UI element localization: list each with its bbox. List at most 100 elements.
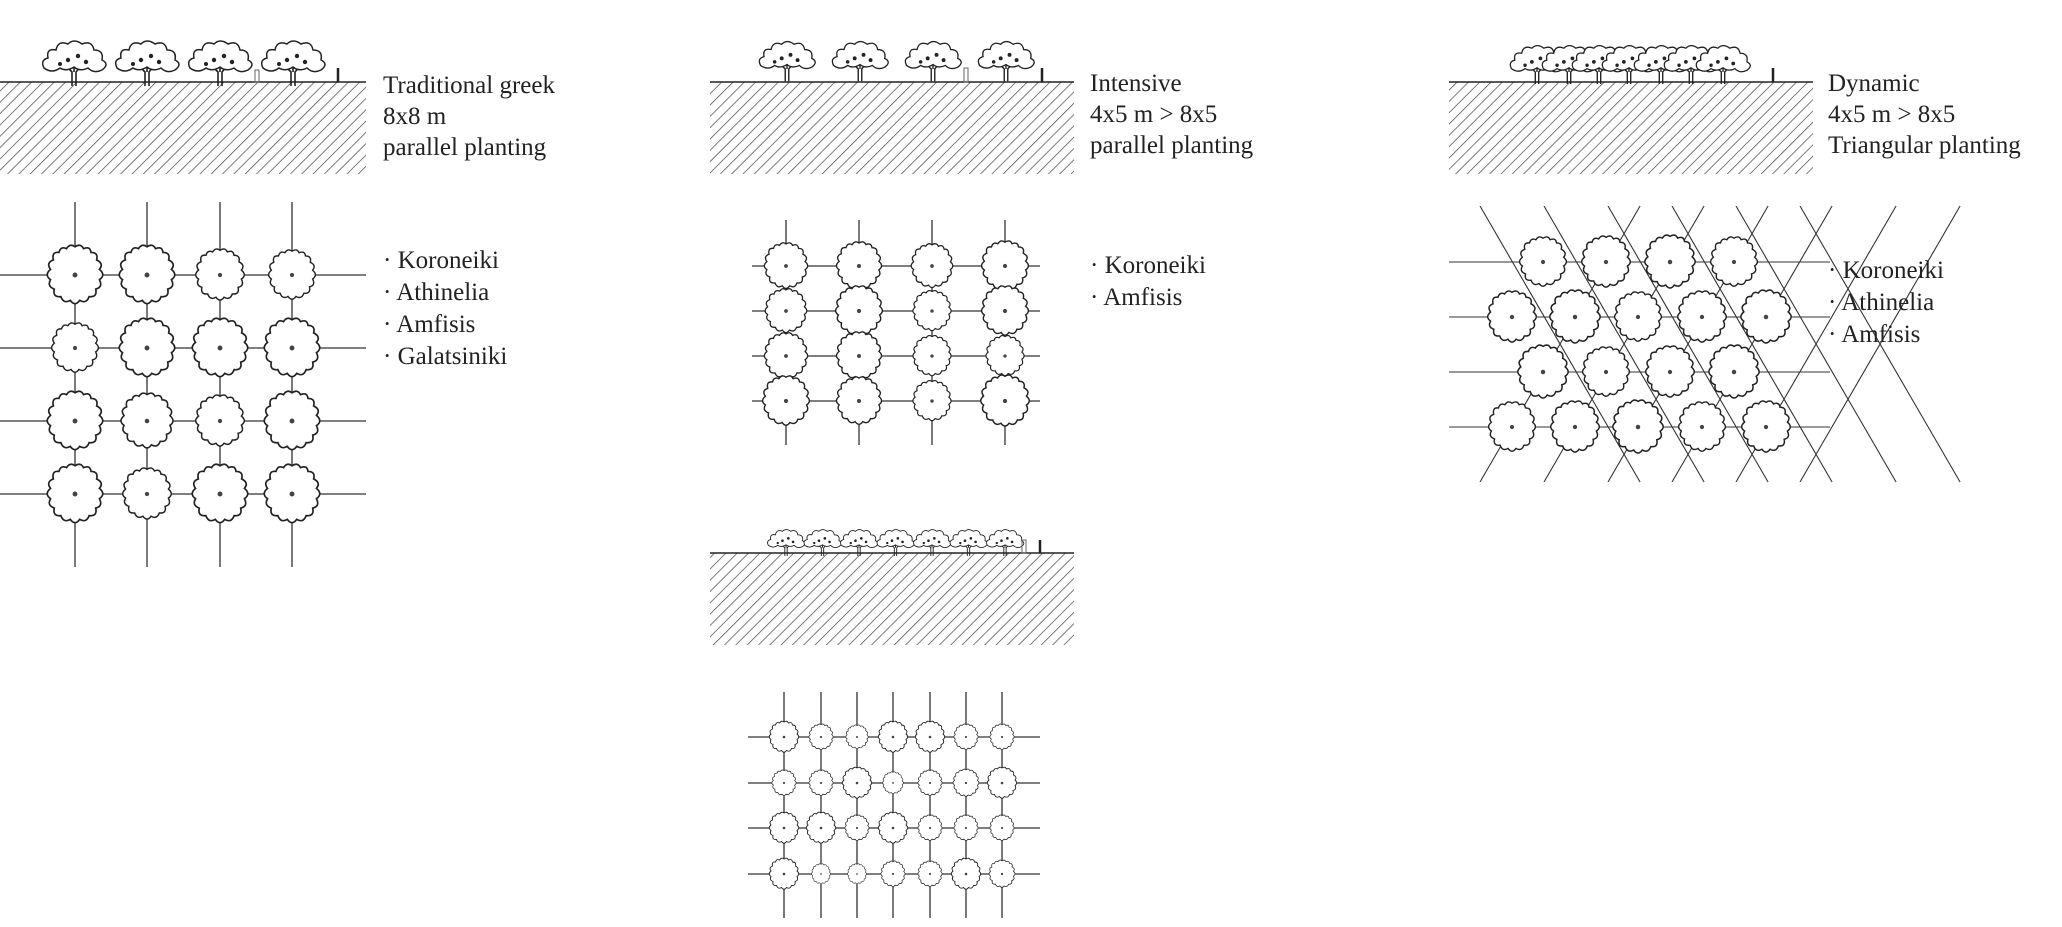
traditional-layout: parallel planting bbox=[383, 134, 547, 161]
tree-elevation-icon bbox=[758, 40, 816, 83]
tree-plan-icon bbox=[1708, 344, 1760, 399]
traditional-section bbox=[0, 40, 366, 174]
tree-elevation-icon bbox=[767, 529, 806, 557]
tree-plan-icon bbox=[986, 766, 1018, 799]
tree-plan-icon bbox=[841, 766, 873, 799]
dynamic-section bbox=[1449, 44, 1813, 174]
tree-elevation-icon bbox=[913, 529, 952, 557]
tree-plan-icon bbox=[764, 288, 808, 334]
traditional-heading: Traditional greek 8x8 m parallel plantin… bbox=[383, 70, 555, 163]
traditional-spacing: 8x8 m bbox=[383, 103, 447, 130]
intensive-title: Intensive bbox=[1090, 70, 1182, 97]
tree-plan-icon bbox=[1676, 290, 1728, 343]
tree-plan-icon bbox=[950, 857, 982, 890]
tree-plan-icon bbox=[1581, 346, 1631, 397]
tree-plan-icon bbox=[1549, 400, 1601, 453]
tree-plan-icon bbox=[912, 334, 952, 377]
tree-plan-icon bbox=[1740, 289, 1792, 344]
tree-plan-icon bbox=[761, 375, 811, 426]
intensive-dense-plan-grid bbox=[748, 692, 1040, 918]
traditional-variety-list: · Koroneiki · Athinelia · Amfisis · Gala… bbox=[383, 245, 507, 373]
tree-plan-icon bbox=[808, 769, 834, 796]
tree-plan-icon bbox=[844, 814, 870, 841]
tree-plan-icon bbox=[1740, 400, 1792, 453]
tree-plan-icon bbox=[989, 723, 1015, 750]
list-item: · Galatsiniki bbox=[383, 343, 508, 370]
intensive-section bbox=[710, 40, 1074, 174]
tree-plan-icon bbox=[1677, 401, 1727, 452]
tree-plan-icon bbox=[952, 768, 980, 797]
tree-plan-icon bbox=[194, 248, 246, 301]
intensive-heading: Intensive 4x5 m > 8x5 parallel planting bbox=[1090, 68, 1253, 161]
tree-plan-icon bbox=[1518, 236, 1568, 287]
tree-elevation-icon bbox=[840, 529, 879, 557]
tree-plan-icon bbox=[835, 241, 883, 291]
tree-plan-icon bbox=[953, 723, 979, 750]
grid-line bbox=[1799, 205, 1961, 483]
tree-elevation-icon bbox=[986, 529, 1025, 557]
tree-plan-icon bbox=[880, 860, 906, 887]
tree-plan-icon bbox=[1613, 291, 1663, 342]
tree-plan-icon bbox=[768, 857, 800, 890]
tree-plan-icon bbox=[46, 244, 104, 305]
human-figure-icon bbox=[1021, 539, 1027, 554]
ground-hatch bbox=[0, 82, 366, 174]
traditional-plan-grid bbox=[0, 202, 366, 567]
dynamic-plan-triangular-grid bbox=[1449, 205, 1961, 483]
tree-plan-icon bbox=[50, 322, 100, 373]
tree-plan-icon bbox=[263, 463, 321, 524]
tree-plan-icon bbox=[989, 814, 1015, 841]
tree-plan-icon bbox=[1644, 234, 1696, 289]
tree-plan-icon bbox=[912, 379, 952, 422]
tree-plan-icon bbox=[267, 249, 317, 300]
tree-plan-icon bbox=[768, 720, 800, 753]
tree-plan-icon bbox=[985, 334, 1025, 377]
dynamic-layout: Triangular planting bbox=[1828, 132, 2021, 159]
list-item: · Amfisis bbox=[1090, 284, 1183, 311]
tree-elevation-icon bbox=[977, 40, 1035, 83]
tree-plan-icon bbox=[1486, 290, 1538, 343]
tree-plan-icon bbox=[191, 463, 249, 524]
dynamic-variety-list: · Koroneiki · Athinelia · Amfisis bbox=[1828, 255, 1944, 351]
list-item: · Koroneiki bbox=[1828, 257, 1944, 284]
intensive-dense-section bbox=[710, 529, 1074, 645]
tree-elevation-icon bbox=[114, 40, 180, 87]
tree-plan-icon bbox=[917, 814, 943, 841]
tree-plan-icon bbox=[953, 814, 979, 841]
tree-plan-icon bbox=[763, 332, 809, 380]
tree-plan-icon bbox=[914, 720, 946, 753]
tree-plan-icon bbox=[877, 720, 909, 753]
tree-plan-icon bbox=[118, 244, 176, 305]
tree-plan-icon bbox=[847, 863, 867, 885]
tree-elevation-icon bbox=[187, 40, 253, 87]
tree-plan-icon bbox=[120, 392, 174, 449]
intensive-plan-grid bbox=[752, 220, 1040, 445]
tree-plan-icon bbox=[1517, 344, 1569, 399]
tree-plan-icon bbox=[912, 289, 952, 332]
list-item: · Athinelia bbox=[383, 279, 490, 306]
tree-plan-icon bbox=[1549, 289, 1601, 344]
tree-plan-icon bbox=[768, 811, 800, 844]
tree-plan-icon bbox=[805, 811, 837, 844]
tree-elevation-icon bbox=[949, 529, 988, 557]
tree-plan-icon bbox=[877, 811, 909, 844]
tree-elevation-icon bbox=[831, 40, 889, 83]
tree-plan-icon bbox=[118, 317, 176, 378]
list-item: · Koroneiki bbox=[383, 247, 499, 274]
tree-plan-icon bbox=[882, 771, 904, 795]
tree-elevation-icon bbox=[260, 40, 326, 87]
tree-plan-icon bbox=[980, 240, 1030, 291]
tree-plan-icon bbox=[835, 376, 883, 426]
tree-plan-icon bbox=[263, 317, 321, 378]
tree-plan-icon bbox=[979, 374, 1031, 427]
tree-plan-icon bbox=[1644, 345, 1696, 398]
dynamic-heading: Dynamic 4x5 m > 8x5 Triangular planting bbox=[1828, 68, 2021, 161]
tree-plan-icon bbox=[1709, 236, 1759, 287]
tree-elevation-icon bbox=[904, 40, 962, 83]
tree-plan-icon bbox=[917, 769, 943, 796]
list-item: · Athinelia bbox=[1828, 289, 1935, 316]
tree-plan-icon bbox=[46, 390, 104, 451]
tree-elevation-icon bbox=[41, 40, 107, 87]
dynamic-title: Dynamic bbox=[1828, 70, 1920, 97]
tree-plan-icon bbox=[46, 463, 104, 524]
